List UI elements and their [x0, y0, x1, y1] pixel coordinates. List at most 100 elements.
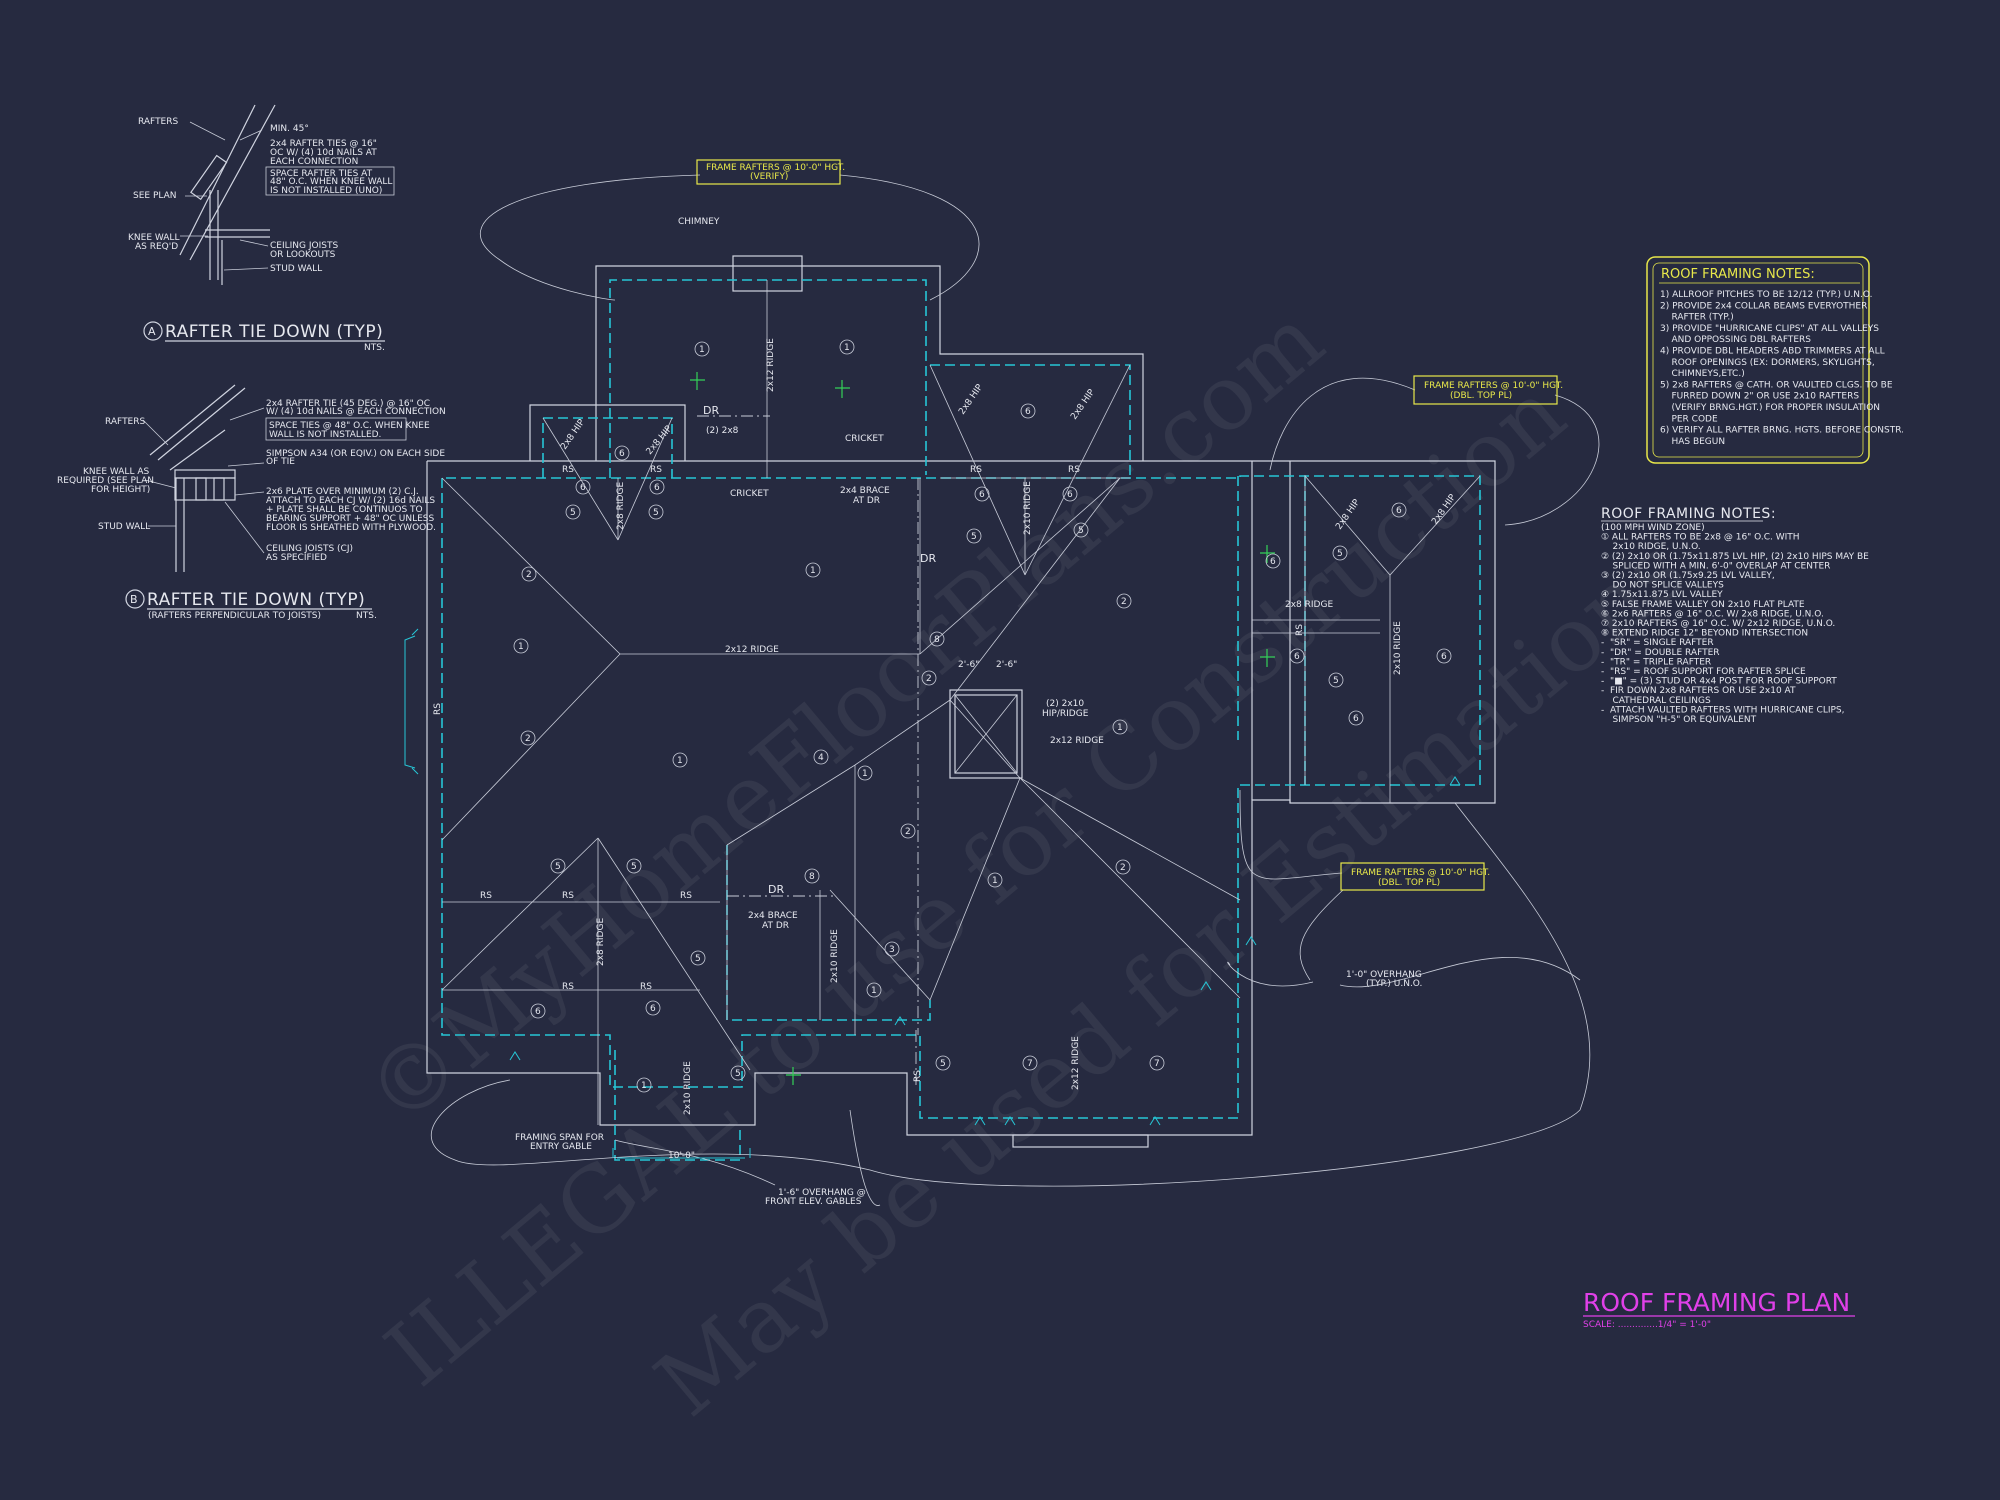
- detail-a-cj-1: CEILING JOISTS: [270, 241, 338, 251]
- detail-b-marker: B: [130, 593, 138, 606]
- notes-right-line-10: ⑥ 2x6 RAFTERS @ 16" O.C. W/ 2x8 RIDGE, U…: [1601, 609, 1824, 619]
- notes-right-line-2: ① ALL RAFTERS TO BE 2x8 @ 16" O.C. WITH: [1601, 533, 1800, 543]
- svg-text:7: 7: [1154, 1059, 1160, 1069]
- notes-box-line-8: CHIMNEYS,ETC.): [1660, 369, 1745, 379]
- notes-right-line-14: - "DR" = DOUBLE RAFTER: [1601, 648, 1720, 658]
- svg-text:2: 2: [905, 827, 911, 837]
- detail-a-ties-1: 2x4 RAFTER TIES @ 16": [270, 139, 377, 149]
- callout-frame-right-bottom: FRAME RAFTERS @ 10'-0" HGT. (DBL. TOP PL…: [1340, 862, 1490, 891]
- rs-10: RS: [433, 703, 443, 715]
- main-roof-plan: [404, 174, 1600, 1206]
- detail-a-min45: MIN. 45°: [270, 124, 309, 134]
- svg-text:7: 7: [1027, 1059, 1033, 1069]
- hip-ridge-2: HIP/RIDGE: [1042, 709, 1089, 719]
- notes-box-line-11: (VERIFY BRNG.HGT.) FOR PROPER INSULATION: [1660, 403, 1880, 413]
- svg-text:2: 2: [525, 734, 531, 744]
- rs-1: RS: [562, 465, 574, 475]
- detail-a-rafters: RAFTERS: [138, 117, 179, 127]
- rs-5: RS: [480, 891, 492, 901]
- rs-2: RS: [650, 465, 662, 475]
- watermark-group: ©MyHomeFloorPlans.com ILLEGAL to use for…: [347, 287, 1705, 1437]
- roof-framing-notes-box: ROOF FRAMING NOTES: 1) ALLROOF PITCHES T…: [1646, 256, 1904, 464]
- svg-text:6: 6: [1441, 652, 1447, 662]
- svg-text:8: 8: [934, 635, 940, 645]
- svg-text:5: 5: [735, 1069, 741, 1079]
- notes-right-line-20: - ATTACH VAULTED RAFTERS WITH HURRICANE …: [1601, 705, 1845, 715]
- plan-title-block: ROOF FRAMING PLAN SCALE: ..............1…: [1583, 1288, 1855, 1330]
- detail-a-space-3: IS NOT INSTALLED (UNO): [270, 186, 382, 196]
- svg-text:5: 5: [971, 532, 977, 542]
- dim-a: 2'-6": [958, 660, 979, 670]
- framing-span-2: ENTRY GABLE: [530, 1142, 592, 1152]
- detail-b-stud: STUD WALL: [98, 522, 150, 532]
- notes-right-line-19: CATHEDRAL CEILINGS: [1601, 696, 1711, 706]
- rs-12: RS: [913, 1070, 923, 1082]
- ridge-small-1: 2x12 RIDGE: [1050, 736, 1104, 746]
- notes-right-line-7: DO NOT SPLICE VALLEYS: [1601, 581, 1724, 591]
- cricket-label-left: CRICKET: [730, 489, 769, 499]
- detail-b-simp-2: OF TIE: [266, 457, 295, 467]
- notes-right-line-12: ⑧ EXTEND RIDGE 12" BEYOND INTERSECTION: [1601, 629, 1808, 639]
- svg-text:6: 6: [619, 449, 625, 459]
- svg-text:4: 4: [818, 753, 824, 763]
- detail-b-subtitle: (RAFTERS PERPENDICULAR TO JOISTS): [148, 611, 321, 621]
- ridge-vert-1: 2x12 RIDGE: [766, 338, 776, 392]
- detail-b-knee-1: KNEE WALL AS: [83, 467, 149, 477]
- svg-text:1: 1: [699, 345, 705, 355]
- ridge-vert-8: 2x10 RIDGE: [683, 1061, 693, 1115]
- ridge-vert-4: 2x10 RIDGE: [1393, 621, 1403, 675]
- svg-text:(VERIFY): (VERIFY): [750, 172, 788, 182]
- notes-box-line-9: 5) 2x8 RAFTERS @ CATH. OR VAULTED CLGS. …: [1660, 380, 1893, 390]
- rs-4: RS: [1068, 465, 1080, 475]
- detail-b-cj-1: CEILING JOISTS (CJ): [266, 544, 353, 554]
- detail-b-knee-3: FOR HEIGHT): [91, 485, 150, 495]
- detail-b-title: RAFTER TIE DOWN (TYP): [147, 590, 365, 610]
- detail-a-space-1: SPACE RAFTER TIES AT: [270, 169, 373, 179]
- dr-label-center: DR: [920, 552, 936, 565]
- notes-box-line-2: 2) PROVIDE 2x4 COLLAR BEAMS EVERYOTHER: [1660, 301, 1867, 311]
- svg-text:3: 3: [889, 945, 895, 955]
- notes-box-lines: 1) ALLROOF PITCHES TO BE 12/12 (TYP.) U.…: [1660, 290, 1904, 447]
- notes-box-line-10: FURRED DOWN 2" OR USE 2x10 RAFTERS: [1660, 392, 1859, 402]
- notes-box-line-6: 4) PROVIDE DBL HEADERS ABD TRIMMERS AT A…: [1660, 347, 1885, 357]
- svg-text:1: 1: [862, 769, 868, 779]
- notes-right-line-4: ② (2) 2x10 OR (1.75x11.875 LVL HIP, (2) …: [1601, 552, 1869, 562]
- tag-circles: 1 1 6 6 6 5 5 6 6 6 5 5 2 2 1 1 8 2 2 1 …: [513, 339, 1452, 1093]
- detail-a-stud: STUD WALL: [270, 264, 322, 274]
- svg-text:(DBL. TOP PL): (DBL. TOP PL): [1378, 878, 1440, 888]
- detail-b-nts: NTS.: [356, 611, 377, 621]
- detail-a-nts: NTS.: [364, 343, 385, 353]
- svg-text:6: 6: [1294, 652, 1300, 662]
- detail-b-cj-2: AS SPECIFIED: [266, 553, 327, 563]
- svg-text:5: 5: [555, 862, 561, 872]
- dbl-2x8-label: (2) 2x8: [706, 426, 739, 436]
- svg-text:1: 1: [810, 566, 816, 576]
- notes-right-line-1: (100 MPH WIND ZONE): [1601, 523, 1705, 533]
- dim-b: 2'-6": [996, 660, 1017, 670]
- dr-label-lower: DR: [768, 883, 784, 896]
- brace-lower-2: AT DR: [762, 921, 789, 931]
- brace-label-2: AT DR: [853, 496, 880, 506]
- rs-3: RS: [970, 465, 982, 475]
- notes-right-line-13: - "SR" = SINGLE RAFTER: [1601, 638, 1714, 648]
- svg-text:1: 1: [844, 343, 850, 353]
- notes-box-line-14: HAS BEGUN: [1660, 437, 1725, 447]
- detail-a-knee-1: KNEE WALL: [128, 233, 179, 243]
- svg-text:1: 1: [641, 1081, 647, 1091]
- svg-text:FRAME RAFTERS @ 10'-0" HGT.: FRAME RAFTERS @ 10'-0" HGT.: [1424, 381, 1563, 391]
- svg-text:2: 2: [1120, 863, 1126, 873]
- ridge-vert-5: 2x8 RIDGE: [596, 918, 606, 966]
- rs-9: RS: [640, 982, 652, 992]
- notes-right-line-11: ⑦ 2x10 RAFTERS @ 16" O.C. W/ 2x12 RIDGE,…: [1601, 619, 1835, 629]
- svg-text:5: 5: [695, 954, 701, 964]
- plan-title: ROOF FRAMING PLAN: [1583, 1288, 1850, 1317]
- ridge-vert-3: 2x10 RIDGE: [1023, 481, 1033, 535]
- detail-b-space-1: SPACE TIES @ 48" O.C. WHEN KNEE: [269, 421, 430, 431]
- overhang-front-2: FRONT ELEV. GABLES: [765, 1197, 862, 1207]
- detail-b-plate-1: 2x6 PLATE OVER MINIMUM (2) C.J.: [266, 487, 419, 497]
- svg-text:FRAME RAFTERS @ 10'-0" HGT.: FRAME RAFTERS @ 10'-0" HGT.: [1351, 868, 1490, 878]
- ridge-vert-7: 2x12 RIDGE: [1071, 1036, 1081, 1090]
- notes-right-title: ROOF FRAMING NOTES:: [1601, 506, 1776, 522]
- svg-text:2: 2: [926, 674, 932, 684]
